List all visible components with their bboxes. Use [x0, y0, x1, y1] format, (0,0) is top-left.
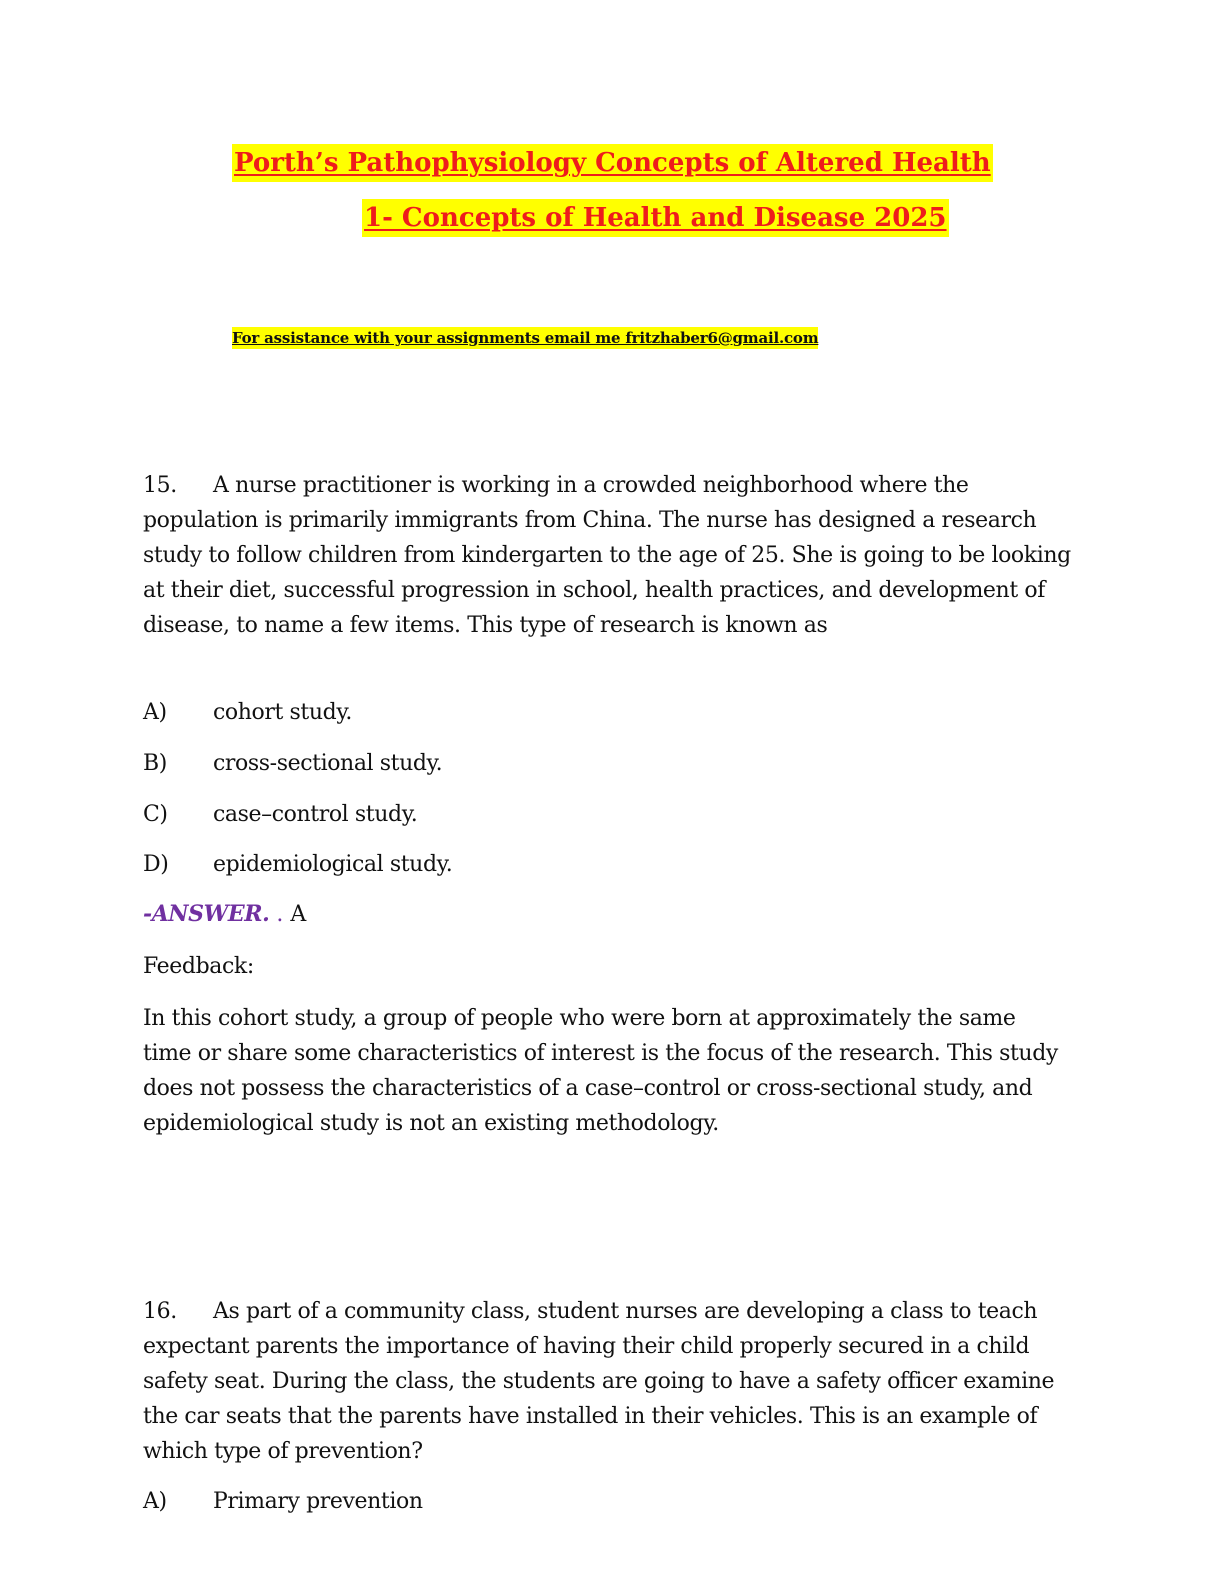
option-letter: D): [143, 852, 169, 877]
option-text: cross-sectional study.: [213, 751, 443, 776]
option-letter: A): [143, 700, 167, 725]
question-16-option-a: A) Primary prevention: [143, 1484, 423, 1519]
option-text: epidemiological study.: [213, 852, 453, 877]
option-text: case–control study.: [213, 802, 418, 827]
question-15: 15.A nurse practitioner is working in a …: [143, 468, 1073, 643]
option-text: Primary prevention: [213, 1489, 423, 1514]
question-text: As part of a community class, student nu…: [143, 1299, 1055, 1464]
answer-value: A: [290, 902, 307, 927]
answer-label: -ANSWER.: [143, 901, 270, 927]
question-15-answer: -ANSWER. . A: [143, 897, 306, 932]
document-title-line-2: 1- Concepts of Health and Disease 2025: [362, 199, 949, 237]
question-number: 15.: [143, 473, 177, 498]
question-text: A nurse practitioner is working in a cro…: [143, 473, 1071, 638]
option-letter: C): [143, 802, 168, 827]
document-title-line-1: Porth’s Pathophysiology Concepts of Alte…: [232, 144, 993, 182]
option-letter: B): [143, 751, 167, 776]
question-15-option-a: A) cohort study.: [143, 695, 352, 730]
question-15-option-d: D) epidemiological study.: [143, 847, 453, 882]
contact-notice: For assistance with your assignments ema…: [232, 327, 819, 349]
option-letter: A): [143, 1489, 167, 1514]
question-16: 16.As part of a community class, student…: [143, 1294, 1073, 1469]
question-15-option-c: C) case–control study.: [143, 797, 418, 832]
feedback-label: Feedback:: [143, 954, 254, 979]
question-number: 16.: [143, 1299, 177, 1324]
question-15-option-b: B) cross-sectional study.: [143, 746, 443, 781]
option-text: cohort study.: [213, 700, 353, 725]
answer-separator: .: [276, 902, 284, 927]
feedback-text: In this cohort study, a group of people …: [143, 1006, 1058, 1136]
